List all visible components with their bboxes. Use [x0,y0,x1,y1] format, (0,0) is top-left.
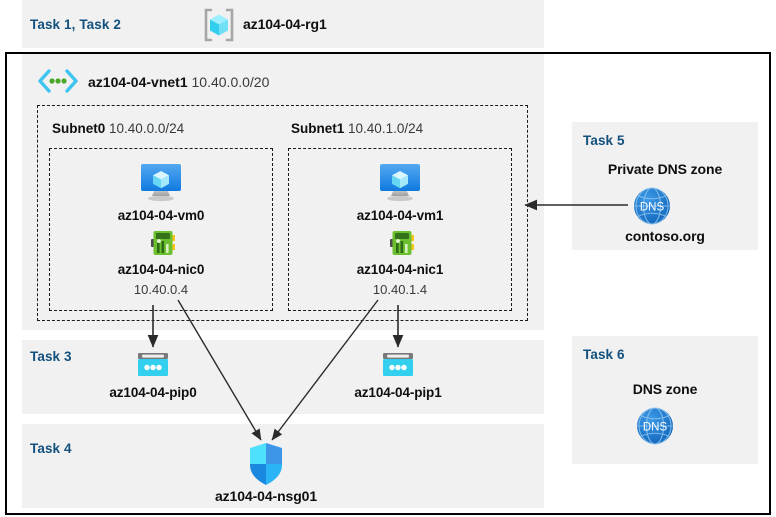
task-label-1-2: Task 1, Task 2 [30,17,121,32]
vm1-label: az104-04-vm1 [356,208,444,223]
public-dns-heading: DNS zone [632,381,698,397]
nic0-ip: 10.40.0.4 [133,282,189,297]
task-label-4: Task 4 [30,441,72,456]
pip0-label: az104-04-pip0 [109,385,197,400]
subnet0-cidr: 10.40.0.0/24 [109,121,185,136]
pip1-label: az104-04-pip1 [354,385,442,400]
vnet-cidr: 10.40.0.0/20 [191,74,270,90]
subnet0-header: Subnet0 10.40.0.0/24 [52,121,184,136]
public-ip-address-icon [381,351,415,381]
subnet1-header: Subnet1 10.40.1.0/24 [291,121,423,136]
vnet-header: az104-04-vnet1 10.40.0.0/20 [88,74,269,90]
subnet1-cidr: 10.40.1.0/24 [348,121,424,136]
dns-icon-text: DNS [640,202,665,214]
private-dns-heading: Private DNS zone [607,161,723,177]
dns-zone-icon: DNS [633,404,677,448]
vm0-label: az104-04-vm0 [117,208,205,223]
network-security-group-icon [246,441,286,487]
task-label-3: Task 3 [30,349,72,364]
resource-group-icon [200,6,238,44]
nic1-label: az104-04-nic1 [356,262,444,277]
subnet0-name: Subnet0 [52,121,106,136]
virtual-machine-icon [376,160,424,204]
task-label-5: Task 5 [583,133,625,148]
network-interface-icon [148,228,178,258]
resource-group-panel [22,0,544,48]
dns-icon-text: DNS [643,422,668,434]
subnet0-box [49,148,273,311]
vnet-name: az104-04-vnet1 [88,74,188,90]
vnet-panel [22,54,544,330]
subnet1-name: Subnet1 [291,121,345,136]
resource-group-name: az104-04-rg1 [243,16,327,32]
private-dns-panel [572,122,758,250]
virtual-network-icon [36,68,80,94]
vnet-frame [5,52,771,515]
dns-zone-icon: DNS [630,184,674,228]
nic0-label: az104-04-nic0 [117,262,205,277]
network-interface-icon [387,228,417,258]
public-ip-address-icon [136,351,170,381]
virtual-machine-icon [137,160,185,204]
public-ip-panel [22,340,544,414]
nic1-ip: 10.40.1.4 [372,282,428,297]
task-label-6: Task 6 [583,347,625,362]
nsg-label: az104-04-nsg01 [214,488,318,504]
subnet1-box [288,148,512,311]
private-dns-zone-name: contoso.org [625,228,705,244]
public-dns-panel [572,336,758,464]
